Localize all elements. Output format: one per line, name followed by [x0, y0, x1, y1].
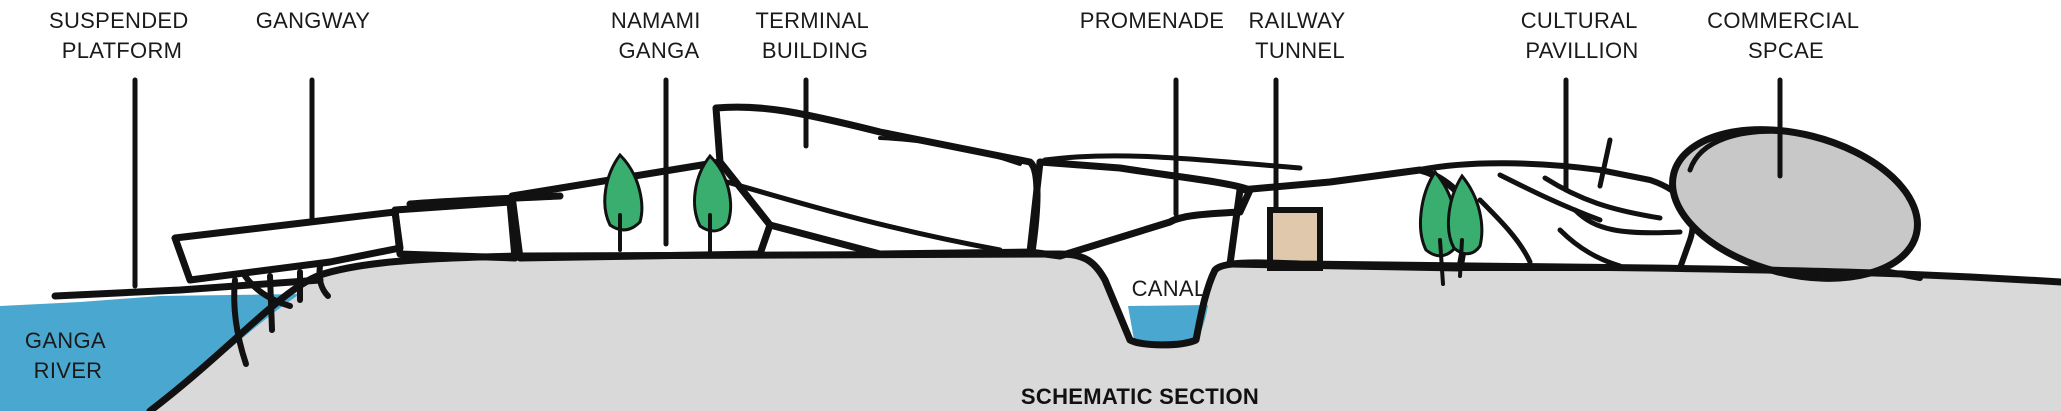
ground-outline — [146, 250, 2061, 411]
ganga-river-water — [0, 294, 300, 411]
label-namami-ganga: NAMAMI GANGA — [611, 8, 707, 63]
label-promenade: PROMENADE — [1080, 8, 1225, 33]
label-cultural-pavillion: CULTURAL PAVILLION — [1521, 8, 1644, 63]
tree-icon — [1419, 169, 1459, 286]
diagram-caption: SCHEMATIC SECTION — [1021, 384, 1259, 409]
label-ganga-river: GANGA RIVER — [25, 328, 111, 383]
suspended-platform-slab — [51, 276, 324, 300]
gangway-supports — [231, 263, 331, 367]
terminal-inner-line — [717, 177, 1003, 253]
label-suspended-platform: SUSPENDED PLATFORM — [49, 8, 195, 63]
railway-tunnel-box — [1267, 207, 1323, 271]
leader-lines — [132, 77, 1783, 289]
promenade-block — [1026, 158, 1254, 260]
tree-icon — [1447, 173, 1484, 278]
commercial-outer-shell — [1687, 128, 1793, 173]
deck-left — [391, 198, 519, 262]
label-terminal-building: TERMINAL BUILDING — [755, 8, 874, 63]
roof-line-left — [406, 192, 564, 208]
label-railway-tunnel: RAILWAY TUNNEL — [1248, 8, 1351, 63]
promenade-roof — [1042, 153, 1303, 171]
terminal-inner-line-2 — [878, 136, 1022, 166]
label-canal: CANAL — [1132, 276, 1207, 301]
label-gangway: GANGWAY — [256, 8, 371, 33]
ground — [150, 254, 2061, 411]
gangway-deck — [171, 208, 404, 284]
namami-ganga-block — [508, 158, 774, 262]
tree-icon — [693, 153, 732, 254]
tree-icon — [603, 152, 644, 252]
label-commercial-spcae: COMMERCIAL SPCAE — [1707, 8, 1865, 63]
pavillion-ribs — [1477, 137, 1683, 269]
canal-water — [1128, 305, 1208, 345]
